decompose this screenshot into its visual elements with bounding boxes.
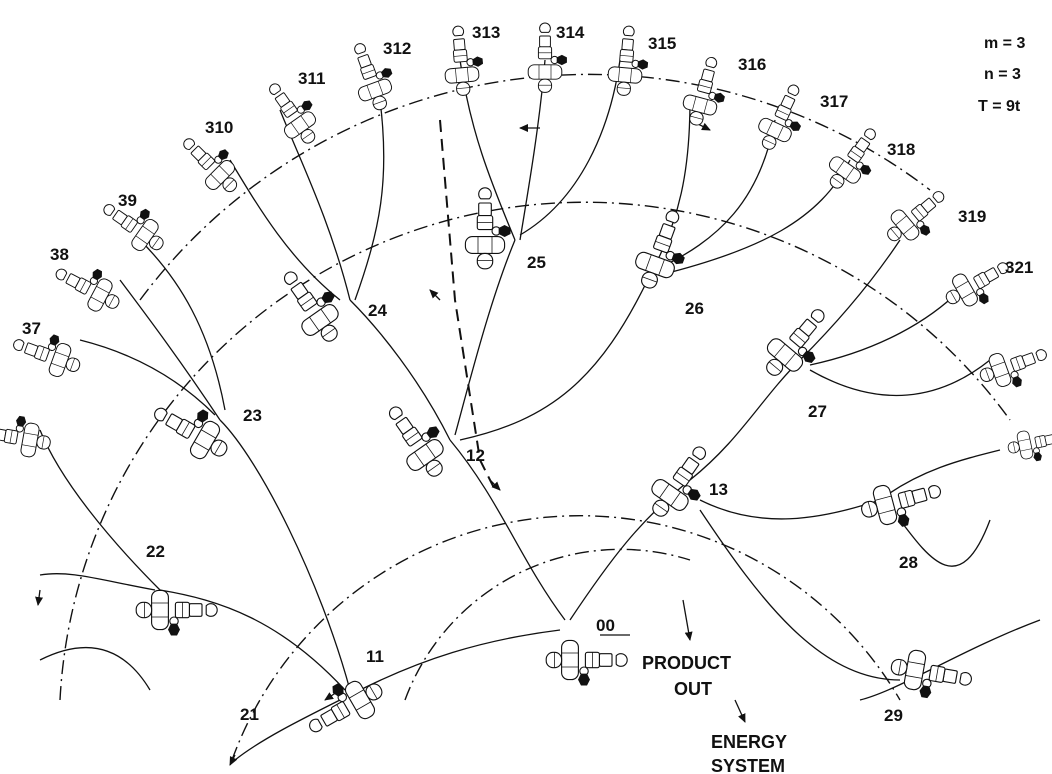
node-label-21: 21	[240, 705, 259, 724]
connection-lines	[35, 59, 1041, 766]
unit-00	[545, 639, 628, 686]
node-label-29: 29	[884, 706, 903, 725]
node-label-316: 316	[738, 55, 766, 74]
node-label-319: 319	[958, 207, 986, 226]
node-label-28: 28	[899, 553, 918, 572]
energy-label-line1: ENERGY	[711, 732, 787, 752]
unit-12	[375, 393, 460, 487]
unit-317	[750, 77, 816, 159]
node-label-12: 12	[466, 446, 485, 465]
node-label-39: 39	[118, 191, 137, 210]
unit-22	[135, 589, 218, 636]
unit-37	[7, 322, 88, 384]
unit-36	[0, 409, 55, 461]
node-label-315: 315	[648, 34, 676, 53]
param-n: n = 3	[984, 66, 1021, 83]
node-label-321: 321	[1005, 258, 1033, 277]
unit-29	[886, 646, 976, 706]
node-labels: 00 11 12 13 21 22 23 24 25 26 27 28 29 3…	[22, 23, 1033, 725]
node-label-317: 317	[820, 92, 848, 111]
unit-315	[606, 24, 652, 98]
node-label-23: 23	[243, 406, 262, 425]
unit-322	[974, 336, 1052, 398]
output-labels: PRODUCT OUT ENERGY SYSTEM	[642, 653, 787, 774]
node-label-11: 11	[366, 647, 384, 666]
unit-28	[856, 470, 948, 537]
product-label-line2: OUT	[674, 679, 712, 699]
unit-318	[819, 119, 892, 200]
node-label-25: 25	[527, 253, 546, 272]
node-label-24: 24	[368, 301, 387, 320]
node-label-27: 27	[808, 402, 827, 421]
node-label-311: 311	[298, 69, 325, 88]
unit-24	[270, 258, 355, 352]
node-label-38: 38	[50, 245, 69, 264]
node-label-22: 22	[146, 542, 165, 561]
node-label-37: 37	[22, 319, 41, 338]
node-label-310: 310	[205, 118, 233, 137]
energy-label-line2: SYSTEM	[711, 756, 785, 774]
unit-319	[878, 180, 957, 256]
node-label-318: 318	[887, 140, 915, 159]
unit-27	[754, 298, 842, 390]
unit-25	[464, 187, 511, 270]
node-label-314: 314	[556, 23, 585, 42]
parameters-legend: m = 3 n = 3 T = 9t	[978, 35, 1025, 115]
dashed-path	[439, 119, 496, 491]
node-label-312: 312	[383, 39, 411, 58]
node-label-13: 13	[709, 480, 728, 499]
product-label-line1: PRODUCT	[642, 653, 731, 673]
node-label-00: 00	[596, 616, 615, 635]
unit-23	[145, 389, 239, 470]
node-label-313: 313	[472, 23, 500, 42]
param-T: T = 9t	[978, 98, 1021, 115]
unit-26	[627, 203, 699, 297]
orbit-rings	[59, 73, 1011, 761]
node-label-26: 26	[685, 299, 704, 318]
unit-11	[297, 665, 391, 747]
unit-323	[1005, 422, 1052, 467]
param-m: m = 3	[984, 35, 1025, 52]
replicator-units	[0, 22, 1052, 747]
